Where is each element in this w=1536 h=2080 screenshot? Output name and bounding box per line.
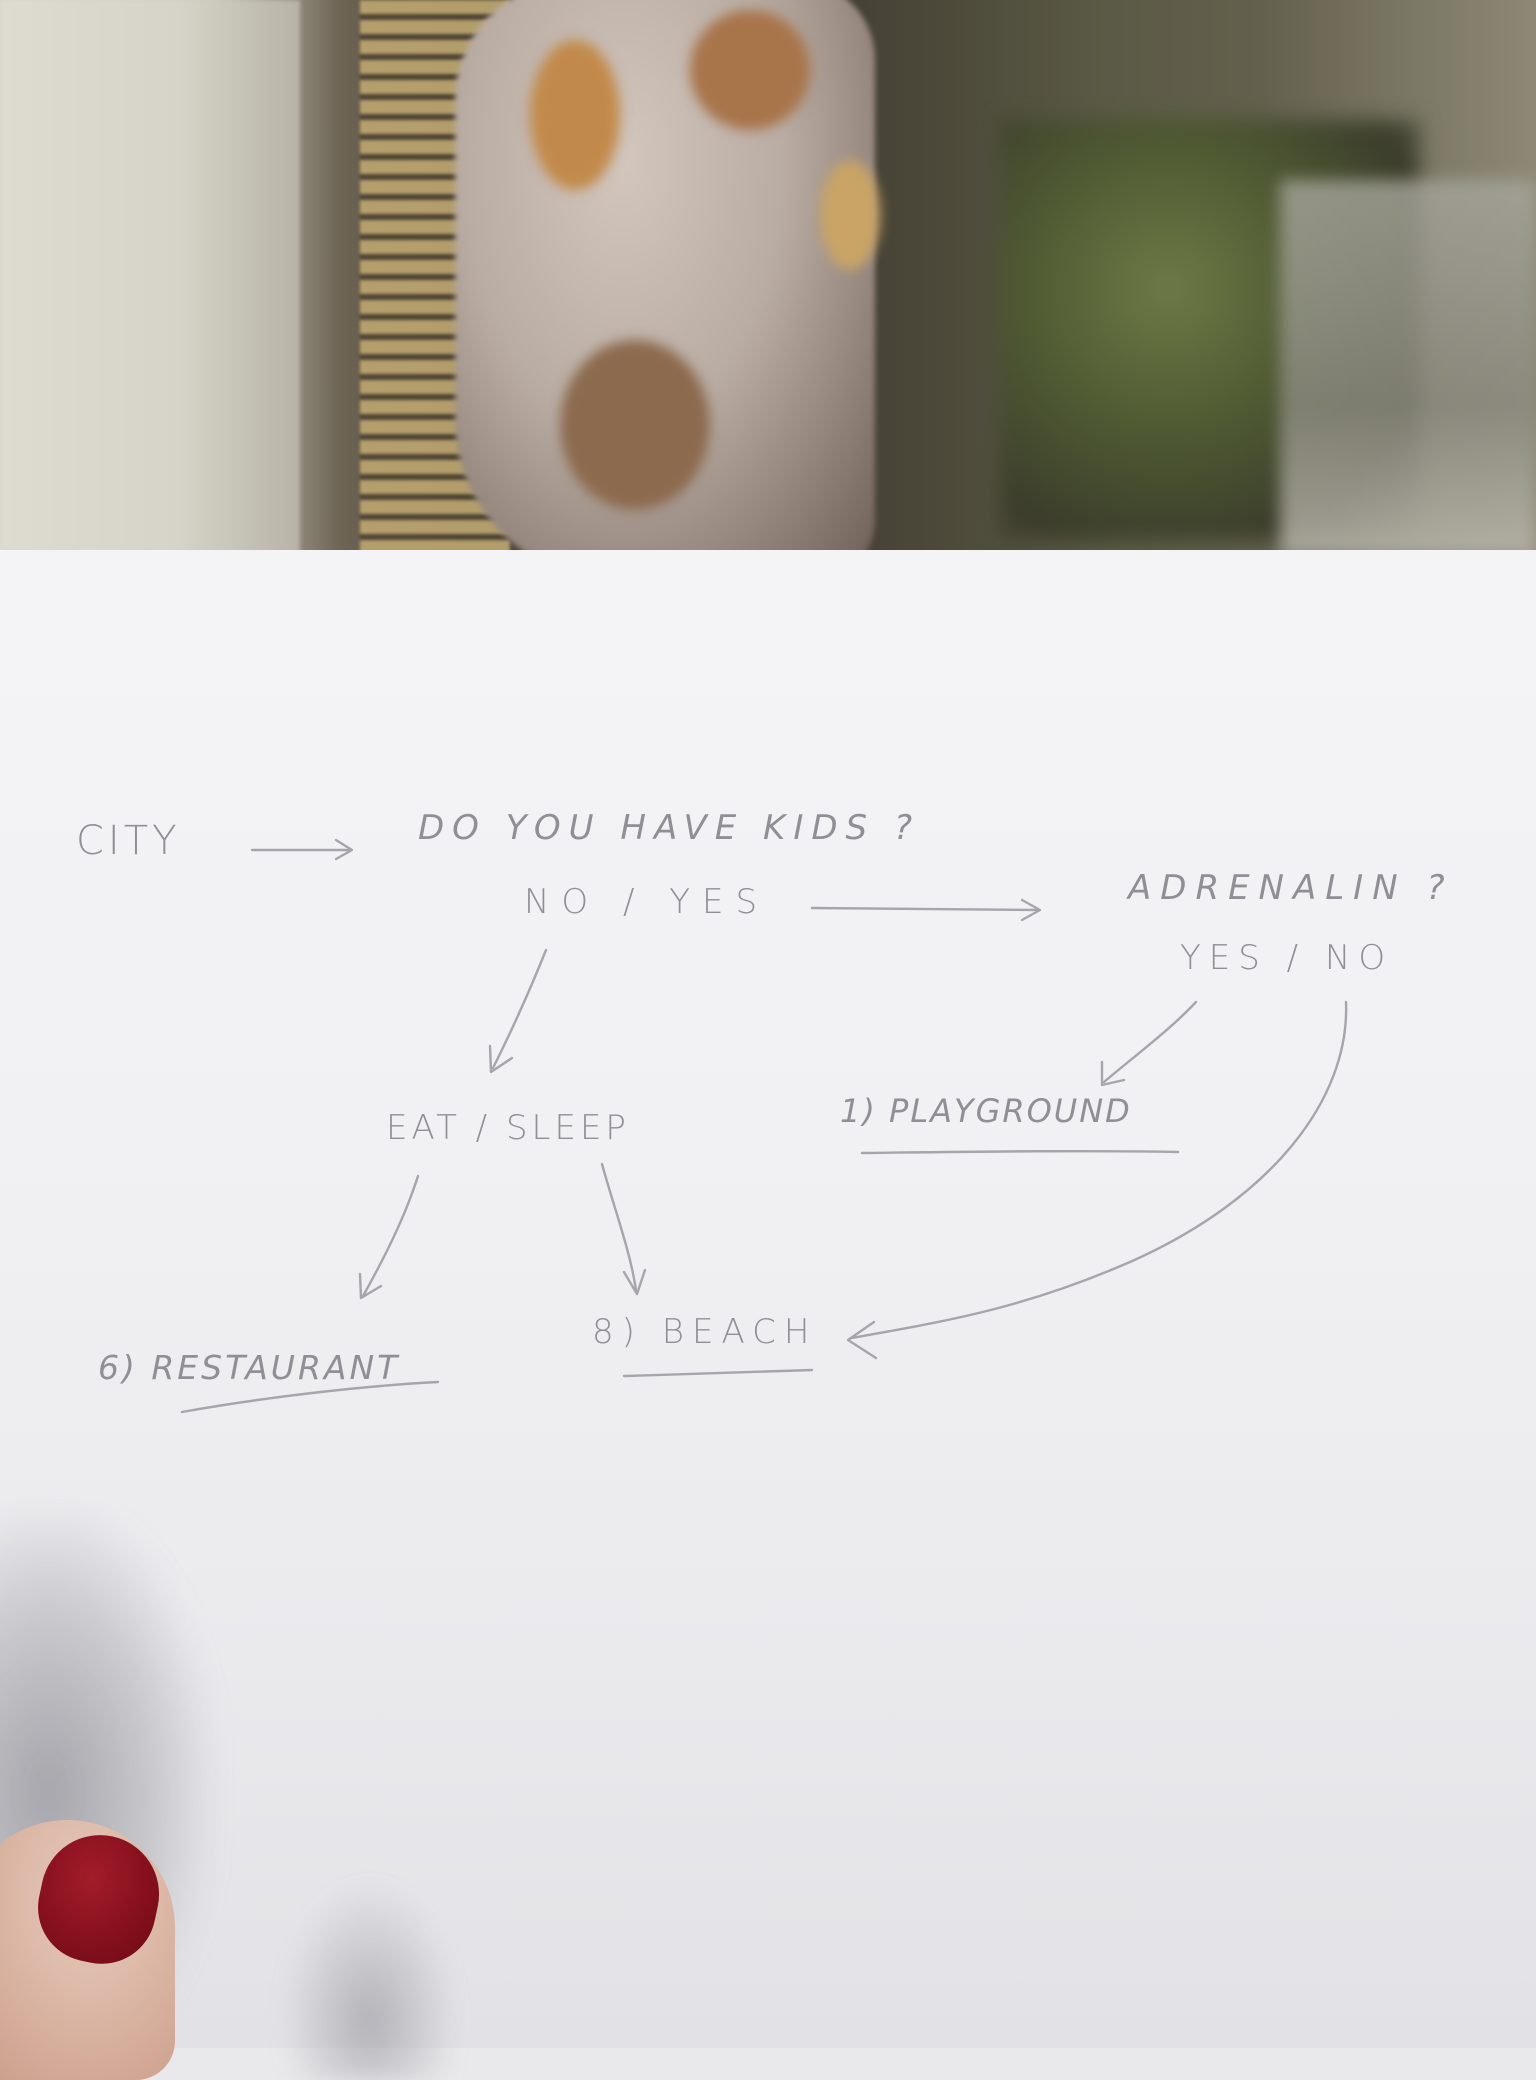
node-eat-sleep: EAT / SLEEP — [386, 1108, 630, 1148]
ornament-2 — [560, 340, 710, 510]
arrow-eat-sleep-to-beach — [600, 1162, 647, 1296]
ornament-4 — [820, 160, 880, 270]
arrow-no-to-eat-sleep — [488, 948, 548, 1074]
hand-shadow-lower — [280, 1880, 460, 2080]
node-adrenalin-question: ADRENALIN ? — [1128, 868, 1454, 908]
wall — [0, 0, 300, 556]
node-kids-question: DO YOU HAVE KIDS ? — [418, 808, 920, 848]
underline-restaurant — [180, 1380, 440, 1414]
arrow-eat-sleep-to-restaurant — [358, 1174, 420, 1300]
underline-playground — [860, 1149, 1180, 1155]
node-adrenalin-answers: YES / NO — [1180, 938, 1394, 978]
background-scene — [0, 0, 1536, 556]
node-kids-answers: NO / YES — [524, 882, 770, 922]
node-beach: 8) BEACH — [592, 1312, 818, 1352]
arrow-city-to-question — [250, 838, 354, 861]
ornament-3 — [690, 10, 810, 130]
arrow-no-to-beach — [846, 1000, 1348, 1360]
window — [1280, 180, 1536, 556]
node-restaurant: 6) RESTAURANT — [98, 1348, 401, 1387]
node-playground: 1) PLAYGROUND — [840, 1092, 1132, 1130]
node-city: CITY — [76, 818, 181, 864]
arrow-yes-to-playground — [1100, 1000, 1198, 1087]
arrow-yes-to-adrenalin — [810, 898, 1042, 922]
underline-beach — [622, 1368, 814, 1378]
paper-sheet — [0, 550, 1536, 2048]
ornament-1 — [530, 40, 620, 190]
